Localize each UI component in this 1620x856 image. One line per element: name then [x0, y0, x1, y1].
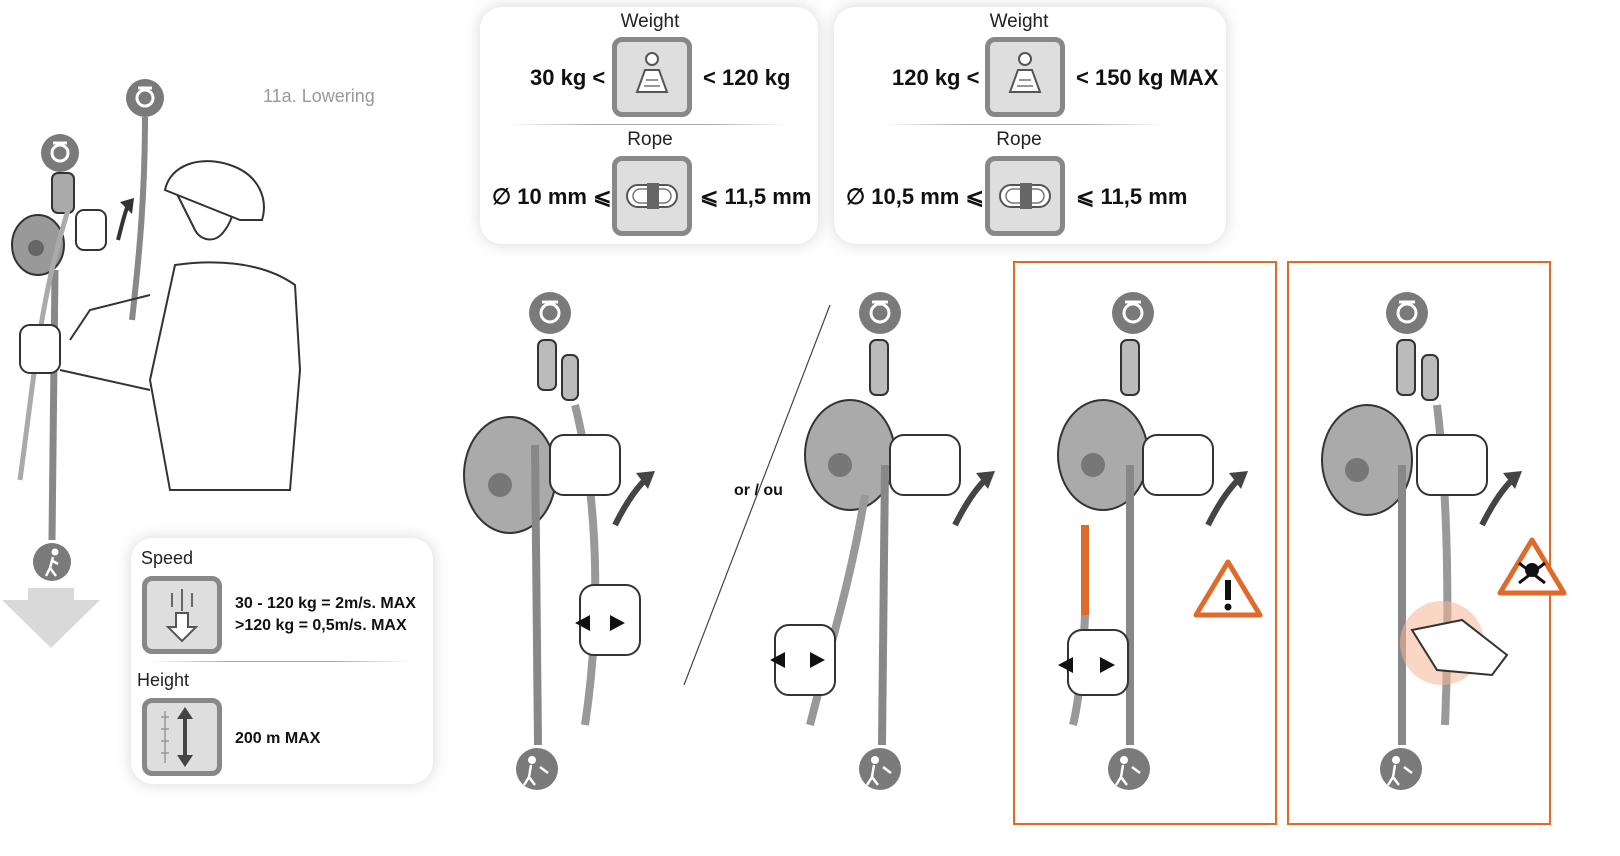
- rope-max: ⩽ 11,5 mm: [1076, 184, 1188, 209]
- danger-skull-icon: [1497, 537, 1567, 596]
- anchor-icon: [1386, 292, 1428, 334]
- lowering-arrow-icon: [2, 588, 100, 648]
- weight-label: Weight: [989, 11, 1049, 32]
- rope-icon-box: [985, 156, 1065, 236]
- weight-min: 30 kg <: [530, 65, 606, 90]
- load-person-icon: [1108, 748, 1150, 790]
- load-person-icon: [1380, 748, 1422, 790]
- anchor-icon: [859, 292, 901, 334]
- warning-icon: [1193, 559, 1263, 618]
- weight-label: Weight: [620, 11, 680, 32]
- height-arrow-icon: [161, 707, 193, 767]
- step-title: 11a. Lowering: [263, 86, 375, 106]
- load-person-icon: [33, 543, 71, 581]
- panel-correct-1: [463, 292, 655, 790]
- weight-max: < 150 kg MAX: [1076, 65, 1219, 90]
- weight-min: 120 kg <: [892, 65, 980, 90]
- speed-arrow-icon: [165, 589, 199, 643]
- anchor-icon: [1112, 292, 1154, 334]
- load-person-icon: [516, 748, 558, 790]
- anchor-icon: [529, 292, 571, 334]
- card-divider: [884, 124, 1164, 125]
- rope-label: Rope: [627, 129, 673, 150]
- panel-warning: [1057, 292, 1263, 790]
- spec-card-left: Weight 30 kg < < 120 kg Rope ∅ 10 mm ⩽ ⩽…: [480, 7, 818, 244]
- speed-label: Speed: [141, 548, 194, 568]
- danger-frame: [1287, 261, 1551, 825]
- or-label: or / ou: [734, 482, 783, 499]
- weight-icon-box: [612, 37, 692, 117]
- anchor-icon: [41, 134, 79, 172]
- anchor-icon: [126, 79, 164, 117]
- card-divider: [510, 124, 790, 125]
- speed-line-2: >120 kg = 0,5m/s. MAX: [235, 617, 407, 634]
- warning-frame: [1013, 261, 1277, 825]
- separator-slash: [683, 304, 831, 686]
- weight-icon-box: [985, 37, 1065, 117]
- speed-icon-box: [142, 576, 222, 654]
- rope-label: Rope: [996, 129, 1042, 150]
- panel-correct-2: [770, 292, 995, 790]
- speed-line-1: 30 - 120 kg = 2m/s. MAX: [235, 595, 416, 612]
- rope-max: ⩽ 11,5 mm: [700, 184, 812, 209]
- load-person-icon: [859, 748, 901, 790]
- card-divider: [151, 661, 411, 662]
- weight-icon: [635, 52, 669, 93]
- height-value: 200 m MAX: [235, 730, 321, 747]
- weight-icon: [1008, 52, 1042, 93]
- height-icon-box: [142, 698, 222, 776]
- rope-min: ∅ 10 mm ⩽: [492, 184, 612, 209]
- rope-coil-icon: [626, 183, 678, 209]
- height-label: Height: [137, 670, 190, 690]
- panel-danger: [1321, 292, 1567, 790]
- rope-min: ∅ 10,5 mm ⩽: [846, 184, 984, 209]
- rope-icon-box: [612, 156, 692, 236]
- rope-coil-icon: [999, 183, 1051, 209]
- spec-card-right: Weight 120 kg < < 150 kg MAX Rope ∅ 10,5…: [834, 7, 1226, 244]
- speed-height-card: Speed 30 - 120 kg = 2m/s. MAX >120 kg = …: [131, 538, 433, 784]
- weight-max: < 120 kg: [703, 65, 791, 90]
- lowering-illustration: [2, 79, 302, 648]
